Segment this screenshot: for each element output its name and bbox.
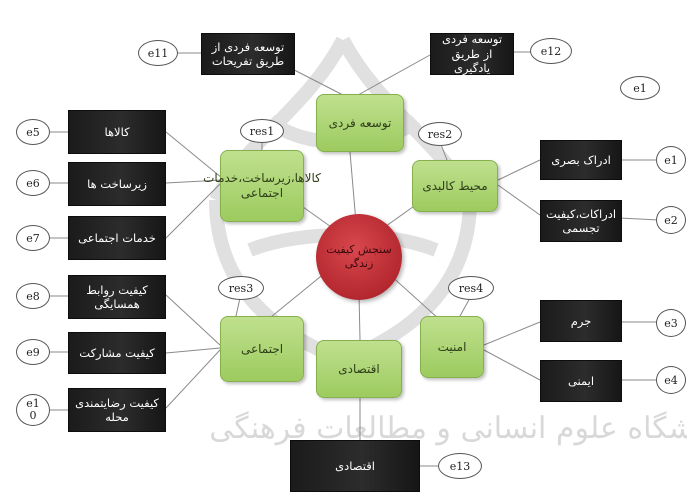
indicator-participation: کیفیت مشارکت	[68, 332, 166, 374]
indicator-dev-learning: توسعه فردی از طریق یادگیری	[430, 32, 514, 75]
error-e1: e1	[656, 146, 686, 174]
error-e10: e1 0	[16, 394, 50, 426]
error-e11: e11	[138, 40, 178, 66]
error-e10-line1: e1	[26, 397, 40, 411]
error-e13: e13	[438, 453, 482, 479]
dimension-social: اجتماعی	[220, 316, 304, 382]
residual-res2: res2	[418, 122, 462, 146]
indicator-neighborhood-satisfaction: کیفیت رضایتمندی محله	[68, 388, 166, 432]
indicator-dev-recreation: توسعه فردی از طریق تفریحات	[201, 33, 295, 75]
watermark-text: پژوهشگاه علوم انسانی و مطالعات فرهنگی	[209, 411, 687, 446]
indicator-goods: کالاها	[68, 110, 166, 154]
error-e10-line2: 0	[29, 409, 37, 422]
indicator-economic: اقتصادی	[290, 440, 420, 492]
error-e5: e5	[16, 119, 50, 145]
indicator-neighbor-relations: کیفیت روابط همسایگی	[68, 275, 166, 319]
residual-res4: res4	[448, 276, 494, 300]
indicator-safety: ایمنی	[540, 360, 622, 402]
indicator-visual-perception: ادراک بصری	[540, 140, 622, 180]
indicator-infrastructure: زیرساخت ها	[68, 162, 166, 206]
error-e3: e3	[656, 309, 686, 337]
dimension-economic: اقتصادی	[316, 340, 402, 398]
error-e9: e9	[16, 339, 50, 365]
indicator-crime: جرم	[540, 300, 622, 342]
error-e8: e8	[16, 283, 50, 309]
indicator-perceptions-embodiment: ادراکات،کیفیت تجسمی	[540, 200, 622, 242]
error-e1-top: e1	[620, 76, 660, 100]
residual-res3: res3	[218, 276, 264, 300]
dimension-physical-environment: محیط کالبدی	[412, 160, 498, 212]
dimension-security: امنیت	[420, 316, 484, 378]
error-e7: e7	[16, 225, 50, 251]
dimension-personal-development: توسعه فردی	[316, 94, 404, 152]
error-e2: e2	[656, 206, 686, 234]
residual-res1: res1	[240, 119, 284, 143]
dimension-goods-infrastructure: کالاها،زیرساخت،خدمات اجتماعی	[203, 150, 321, 222]
error-e12: e12	[530, 38, 572, 64]
indicator-social-services: خدمات اجتماعی	[68, 216, 166, 260]
error-e4: e4	[656, 366, 686, 394]
center-quality-of-life: سنجش کیفیت زندگی	[316, 214, 402, 300]
error-e6: e6	[16, 170, 50, 196]
